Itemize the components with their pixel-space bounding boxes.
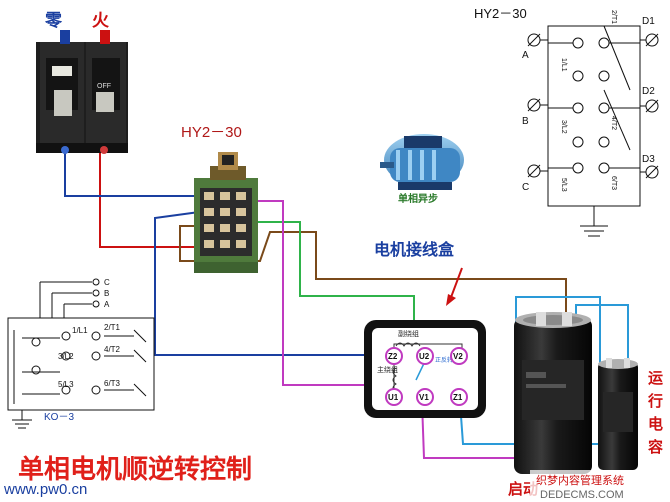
main-title: 单相电机顺逆转控制 [18, 454, 252, 485]
neutral-wire-2 [154, 209, 383, 356]
main-winding-label: 主绕组 [377, 365, 398, 374]
run-cap-label: 运 行 电 容 [647, 369, 663, 456]
run-cap-char-2: 行 [647, 392, 663, 410]
terminal-v1: V1 [419, 393, 429, 402]
input-c: C [104, 278, 110, 287]
bottom-pole-3l2: 3/L2 [58, 352, 74, 361]
terminal-u2: U2 [419, 352, 430, 361]
schematic-top-labels: A B C D1 D2 D3 1/L1 3/L2 5/L3 2/T1 4/T2 … [522, 10, 655, 193]
magenta-wire [258, 200, 383, 386]
live-wire [99, 149, 200, 248]
watermark-brand: 织梦内容管理系统 [536, 473, 624, 487]
schematic-top: HY2－30 [474, 6, 659, 237]
ko3-label: KO－3 [44, 412, 74, 423]
input-a: A [104, 300, 110, 309]
pole-1l1: 1/L1 [560, 58, 567, 72]
run-cap-char-3: 电 [648, 415, 663, 433]
bottom-pole-1l1: 1/L1 [72, 326, 88, 335]
bottom-pole-6t3: 6/T3 [104, 379, 121, 388]
watermark-domain: DEDECMS.COM [540, 489, 624, 501]
terminal-u1: U1 [388, 393, 399, 402]
terminal-z1: Z1 [453, 393, 463, 402]
terminal-d1: D1 [642, 16, 655, 27]
circuit-breaker: OFF 零 火 [36, 11, 128, 154]
breaker-off-label: OFF [97, 83, 111, 90]
terminal-c: C [522, 182, 529, 193]
arrow-to-box [449, 267, 463, 301]
terminal-b: B [522, 116, 529, 127]
schematic-bottom-labels: C B A 1/L1 3/L2 5/L3 2/T1 4/T2 6/T3 KO－3 [44, 278, 121, 423]
label-neutral: 零 [44, 11, 63, 31]
pole-4t2: 4/T2 [610, 116, 617, 130]
watermark-site: www.pw0.cn [3, 481, 87, 498]
pole-3l2: 3/L2 [560, 120, 567, 134]
terminal-d3: D3 [642, 154, 655, 165]
bottom-pole-5l3: 5/L3 [58, 380, 74, 389]
green-wire [258, 221, 415, 334]
run-capacitor [598, 358, 638, 470]
terminal-z2: Z2 [388, 352, 398, 361]
pole-6t3: 6/T3 [610, 176, 617, 190]
brown-wire [179, 225, 567, 333]
terminal-a: A [522, 50, 529, 61]
label-live: 火 [92, 11, 110, 31]
schematic-top-title: HY2－30 [474, 6, 527, 21]
terminal-d2: D2 [642, 86, 655, 97]
terminal-box: 副绕组 主绕组 正反转开关 Z2 U2 V2 U1 V1 Z1 [364, 320, 486, 418]
reversing-switch [194, 152, 258, 273]
aux-winding-label: 副绕组 [398, 329, 419, 338]
terminal-v2: V2 [453, 352, 463, 361]
neutral-wire [64, 150, 200, 197]
start-capacitor [514, 312, 592, 474]
pole-5l3: 5/L3 [560, 178, 567, 192]
run-cap-char-1: 运 [648, 369, 663, 387]
input-b: B [104, 289, 109, 298]
pole-2t1: 2/T1 [610, 10, 617, 24]
run-cap-char-4: 容 [647, 438, 663, 456]
bottom-pole-4t2: 4/T2 [104, 345, 121, 354]
schematic-bottom [7, 278, 155, 429]
cyan-wire-2 [575, 304, 629, 363]
motor-caption: 单相异步 [398, 192, 438, 205]
motor [380, 134, 464, 190]
switch-title: HY2－30 [181, 124, 242, 141]
reverse-label: 正反转开关 [435, 356, 465, 364]
bottom-pole-2t1: 2/T1 [104, 323, 121, 332]
terminal-box-title: 电机接线盒 [374, 240, 455, 259]
wires [64, 149, 629, 459]
